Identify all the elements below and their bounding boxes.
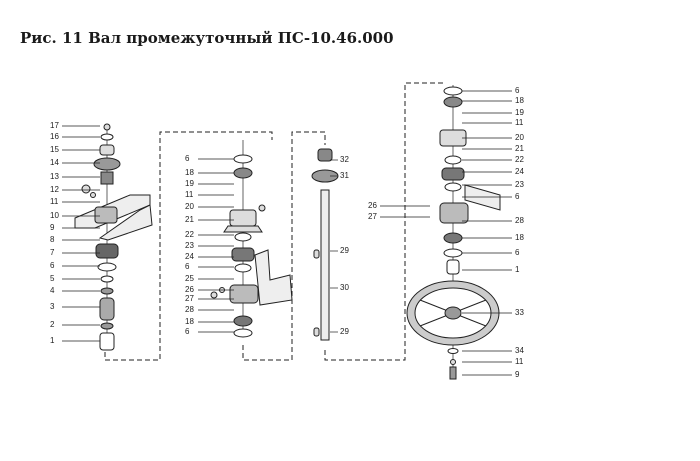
part-label-shaft: 30: [340, 283, 349, 292]
part-label-left: 4: [50, 286, 55, 295]
part-label-right: 11: [515, 357, 524, 366]
part-label-left: 6: [50, 261, 55, 270]
part-label-middle: 6: [185, 327, 190, 336]
part-label-middle: 19: [185, 179, 194, 188]
part-label-middle: 20: [185, 202, 194, 211]
part-label-right: 6: [515, 248, 520, 257]
part-label-middle: 11: [185, 190, 194, 199]
part-label-middle: 28: [185, 305, 194, 314]
part-label-shaft: 29: [340, 246, 349, 255]
part-label-left: 5: [50, 274, 55, 283]
part-label-right: 18: [515, 96, 524, 105]
part-label-right: 9: [515, 370, 520, 379]
part-label-right: 24: [515, 167, 524, 176]
part-label-left: 3: [50, 302, 55, 311]
part-label-right: 22: [515, 155, 524, 164]
part-label-left: 15: [50, 145, 59, 154]
part-label-right: 19: [515, 108, 524, 117]
part-label-middle: 18: [185, 168, 194, 177]
part-label-middle: 25: [185, 274, 194, 283]
middle-assembly: [210, 154, 293, 338]
part-label-middle: 22: [185, 230, 194, 239]
part-label-left: 9: [50, 223, 55, 232]
part-label-right: 1: [515, 265, 520, 274]
shaft-assembly: [311, 148, 339, 341]
left-assembly: [74, 123, 153, 351]
dashed-connectors: [104, 82, 445, 361]
part-label-middle: 27: [185, 294, 194, 303]
part-label-left: 17: [50, 121, 59, 130]
part-label-shaft_left: 27: [368, 212, 377, 221]
part-label-right: 18: [515, 233, 524, 242]
part-label-middle: 24: [185, 252, 194, 261]
figure-title: Рис. 11 Вал промежуточный ПС-10.46.000: [20, 29, 394, 47]
part-label-left: 13: [50, 172, 59, 181]
part-label-shaft: 31: [340, 171, 349, 180]
part-label-right: 33: [515, 308, 524, 317]
part-label-left: 12: [50, 185, 59, 194]
part-label-left: 8: [50, 235, 55, 244]
part-label-right: 28: [515, 216, 524, 225]
part-label-right: 20: [515, 133, 524, 142]
part-label-right: 34: [515, 346, 524, 355]
part-label-left: 7: [50, 248, 55, 257]
leader-lines: [62, 90, 512, 376]
part-label-left: 14: [50, 158, 59, 167]
part-label-middle: 26: [185, 285, 194, 294]
part-label-right: 23: [515, 180, 524, 189]
part-label-right: 11: [515, 118, 524, 127]
part-label-shaft: 32: [340, 155, 349, 164]
part-label-left: 2: [50, 320, 55, 329]
part-label-right: 6: [515, 86, 520, 95]
part-label-middle: 23: [185, 241, 194, 250]
part-label-left: 1: [50, 336, 55, 345]
right-assembly: [406, 86, 501, 380]
part-label-middle: 18: [185, 317, 194, 326]
part-label-shaft_left: 26: [368, 201, 377, 210]
part-label-shaft: 29: [340, 327, 349, 336]
part-label-left: 11: [50, 197, 59, 206]
part-label-middle: 21: [185, 215, 194, 224]
part-label-middle: 6: [185, 262, 190, 271]
part-label-middle: 6: [185, 154, 190, 163]
part-label-left: 10: [50, 211, 59, 220]
part-label-left: 16: [50, 132, 59, 141]
part-label-right: 21: [515, 144, 524, 153]
part-label-right: 6: [515, 192, 520, 201]
